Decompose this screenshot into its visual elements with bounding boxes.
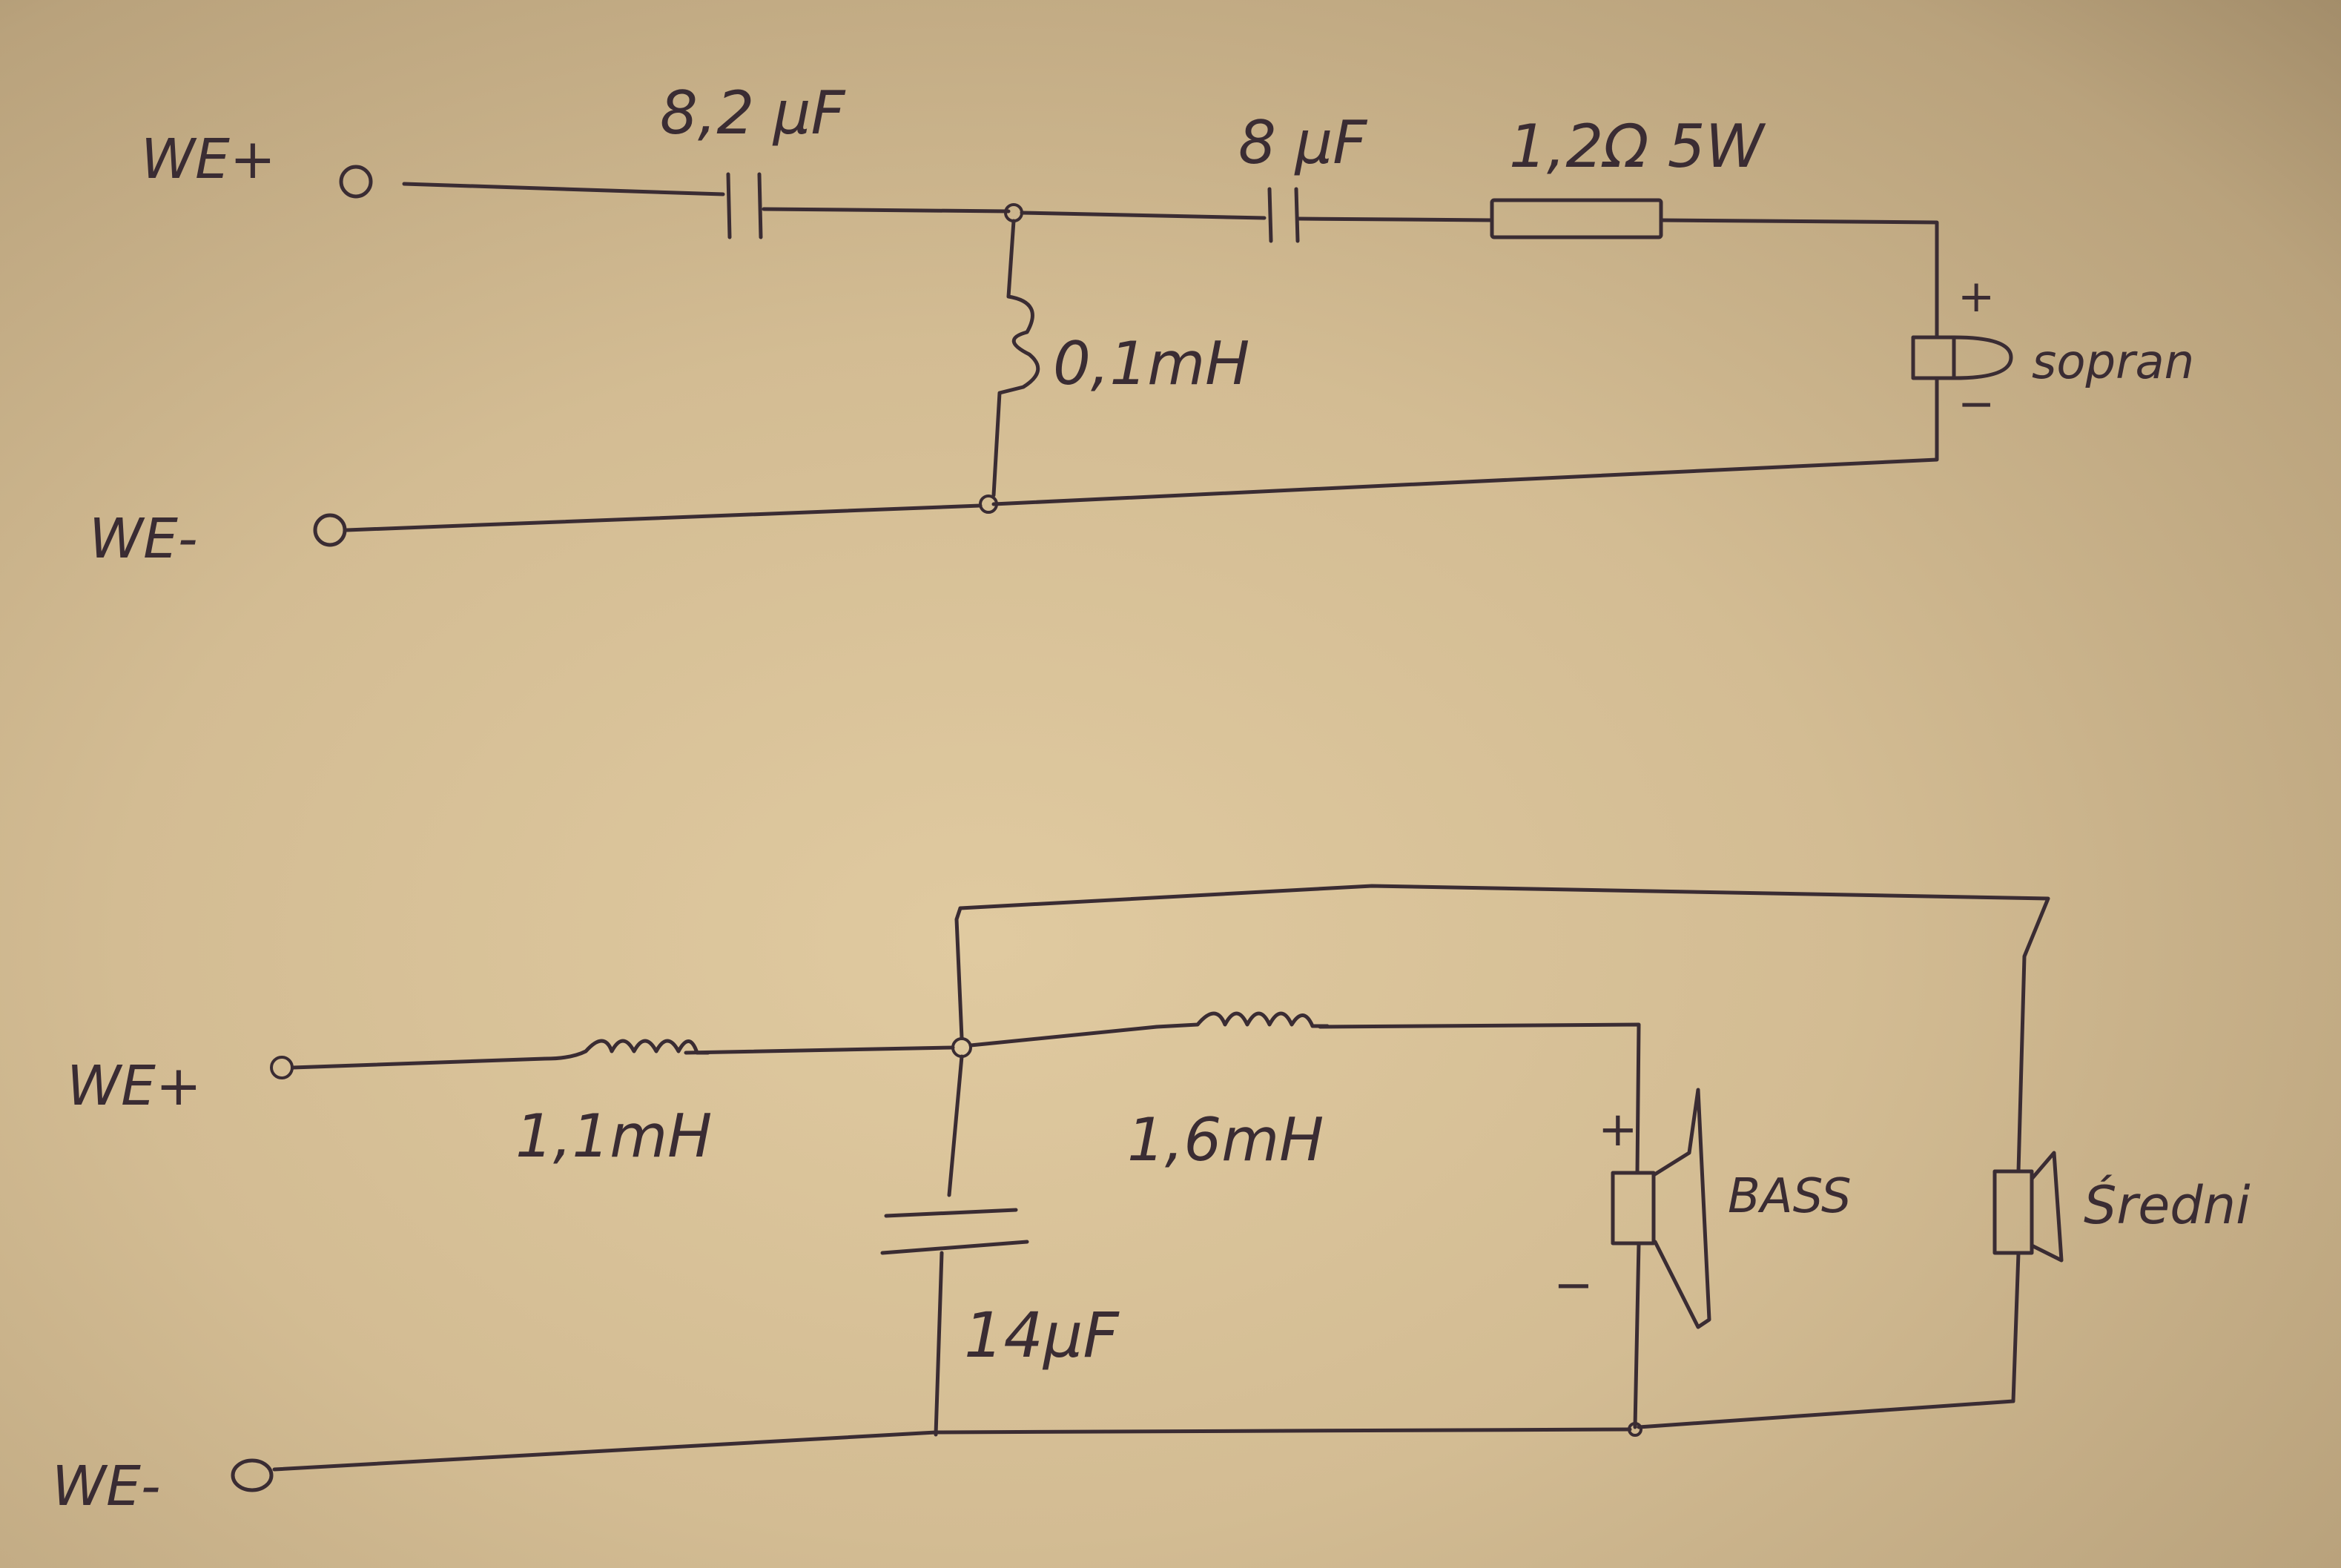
lower-wire [684,1045,955,1055]
lower-wire [954,906,964,1040]
upper-input-plus-terminal [339,165,373,199]
lower-input-minus-label: WE- [52,1455,161,1518]
upper-c1-label: 8,2 μF [660,79,846,148]
lower-midrange-symbol [1992,1151,2064,1263]
lower-midrange-label: Średni [2084,1175,2251,1236]
upper-input-minus-label: WE- [89,507,198,571]
lower-wire [272,1427,1632,1472]
upper-input-plus-label: WE+ [141,128,276,191]
upper-c1-capacitor [726,172,763,239]
upper-tweeter-label: sopran [2032,335,2194,390]
lower-wire [1633,1241,1641,1429]
upper-tweeter-minus: − [1958,378,1995,430]
lower-l2-inductor [1155,1011,1330,1029]
lower-wire [1318,1022,1641,1175]
upper-wire [1297,216,1494,222]
lower-junction-node [951,1037,972,1058]
upper-wire [762,207,1011,214]
upper-wire [345,503,983,532]
lower-input-plus-terminal [270,1056,294,1079]
lower-woofer-plus: + [1598,1102,1638,1157]
upper-wire [991,376,1939,506]
lower-input-plus-label: WE+ [67,1054,202,1118]
lower-wire [968,1025,1159,1048]
lower-wire [958,884,2050,1174]
lower-woofer-minus: − [1553,1258,1594,1313]
upper-wire [402,182,725,196]
lower-wire [934,1251,944,1437]
upper-wire [1659,218,1939,340]
upper-l1-label: 0,1mH [1053,329,1249,398]
upper-input-minus-terminal [313,513,347,547]
upper-wire [1020,211,1267,220]
upper-c2-capacitor [1267,187,1300,243]
upper-c2-label: 8 μF [1238,108,1367,177]
lower-l1-inductor [543,1039,710,1061]
upper-r1-resistor [1490,198,1663,239]
upper-tweeter-plus: + [1958,271,1995,322]
lower-wire [1637,1251,2021,1429]
upper-circuit: WE+ WE- 8,2 μF 8 μF 1,2Ω 5W [89,79,2194,571]
lower-l2-label: 1,6mH [1127,1105,1324,1174]
lower-circuit: WE+ WE- 1,1mH 1,6mH + − BASS [52,884,2251,1518]
lower-wire [291,1056,547,1070]
lower-c1-capacitor [880,1208,1029,1255]
lower-l1-label: 1,1mH [515,1102,712,1171]
upper-l1-inductor [991,219,1040,497]
lower-woofer-label: BASS [1728,1169,1852,1224]
lower-woofer-symbol [1611,1088,1711,1329]
lower-input-minus-terminal [231,1458,274,1492]
lower-wire [947,1054,964,1197]
upper-r1-label: 1,2Ω 5W [1509,112,1766,181]
upper-tweeter-symbol [1911,335,2013,380]
lower-c1-label: 14μF [964,1299,1120,1372]
